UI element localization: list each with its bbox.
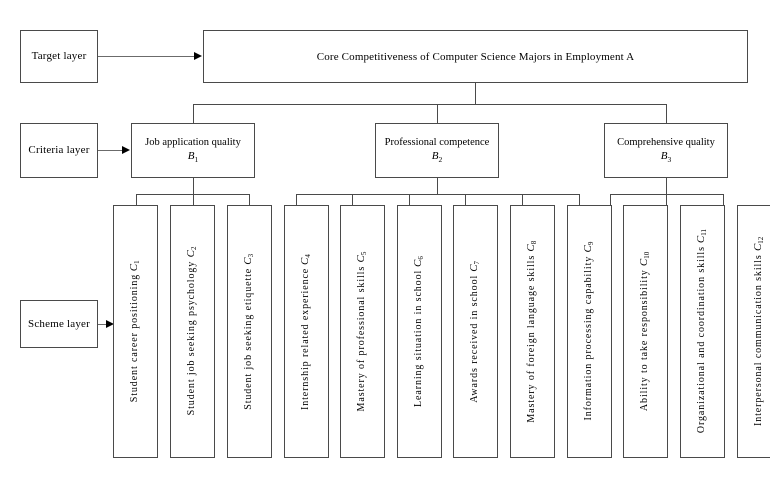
- criteria-layer-label-text: Criteria layer: [28, 144, 90, 157]
- b1-bus-line: [136, 194, 249, 195]
- criteria-b2-label: Professional competence: [384, 137, 490, 149]
- target-layer-label-box: Target layer: [20, 30, 98, 83]
- criteria-box-b2: Professional competence B2: [375, 123, 499, 178]
- b2-child-connector-1: [296, 194, 297, 205]
- b1-child-connector-1: [136, 194, 137, 205]
- b1-child-connector-3: [249, 194, 250, 205]
- b2-child-connector-4: [465, 194, 466, 205]
- criteria-b2-code: B2: [431, 150, 443, 165]
- b3-child-connector-2: [666, 194, 667, 205]
- b2-child-connector-6: [579, 194, 580, 205]
- goal-box: Core Competitiveness of Computer Science…: [203, 30, 748, 83]
- target-layer-arrow-head: [194, 52, 202, 60]
- goal-drop-line: [475, 83, 476, 104]
- b2-child-connector-2: [352, 194, 353, 205]
- b1-drop-line: [193, 178, 194, 194]
- scheme-layer-label-box: Scheme layer: [20, 300, 98, 348]
- criteria-b1-label: Job application quality: [145, 137, 241, 149]
- scheme-layer-arrow-line: [98, 324, 106, 325]
- criteria-connector-3: [666, 104, 667, 123]
- criteria-box-b3: Comprehensive quality B3: [604, 123, 728, 178]
- scheme-layer-label-text: Scheme layer: [28, 317, 90, 330]
- criteria-connector-2: [437, 104, 438, 123]
- target-layer-arrow-line: [98, 56, 194, 57]
- criteria-layer-label-box: Criteria layer: [20, 123, 98, 178]
- target-layer-label-text: Target layer: [31, 50, 87, 63]
- criteria-b3-label: Comprehensive quality: [617, 137, 715, 149]
- scheme-layer-arrow-head: [106, 320, 114, 328]
- goal-title-text: Core Competitiveness of Computer Science…: [316, 50, 635, 63]
- criteria-connector-1: [193, 104, 194, 123]
- b3-child-connector-3: [723, 194, 724, 205]
- criteria-layer-arrow-head: [122, 146, 130, 154]
- criteria-bus-line: [193, 104, 666, 105]
- b1-child-connector-2: [193, 194, 194, 205]
- criteria-b1-code: B1: [187, 150, 199, 165]
- criteria-box-b1: Job application quality B1: [131, 123, 255, 178]
- criteria-layer-arrow-line: [98, 150, 122, 151]
- b3-drop-line: [666, 178, 667, 194]
- b2-child-connector-5: [522, 194, 523, 205]
- criteria-b3-code: B3: [660, 150, 672, 165]
- b2-drop-line: [437, 178, 438, 194]
- b2-child-connector-3: [409, 194, 410, 205]
- b3-child-connector-1: [610, 194, 611, 205]
- b2-bus-line: [296, 194, 579, 195]
